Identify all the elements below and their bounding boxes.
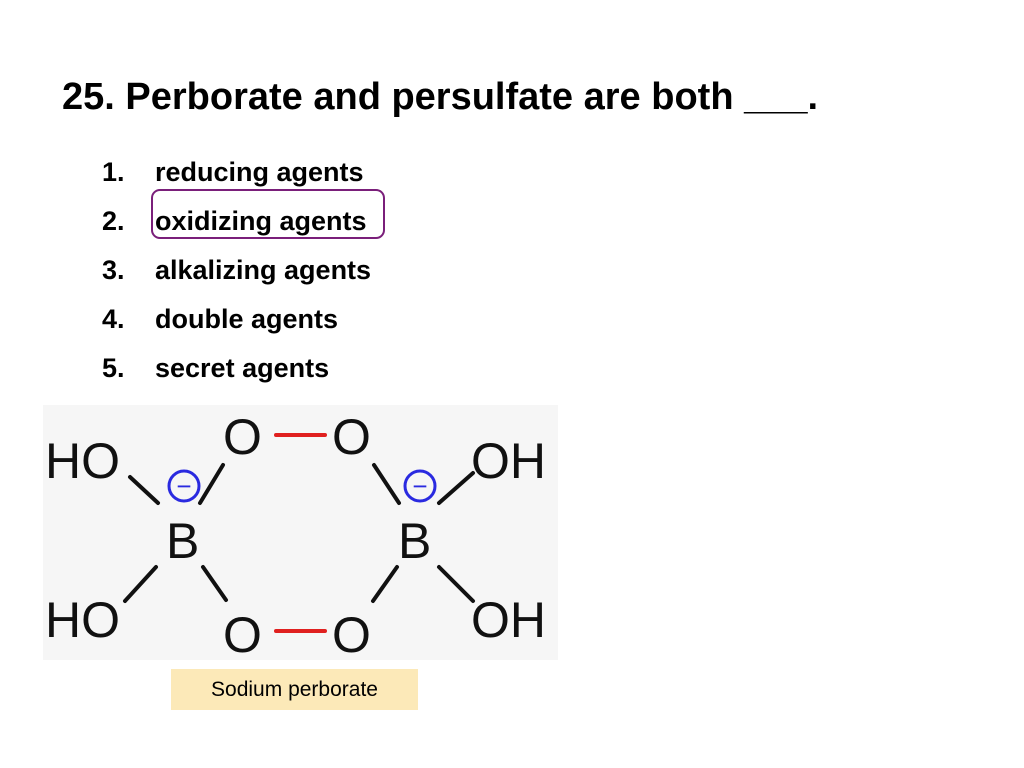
atom-boron-right: B [398,513,431,569]
atom-oxygen-bottom-left: O [223,607,262,660]
option-number: 4. [102,304,125,334]
option-text: secret agents [155,353,330,383]
option-number: 5. [102,353,125,383]
atom-ho-bottom-left: HO [45,592,120,648]
charge-minus-left: − [176,471,191,501]
option-1: 1. reducing agents [102,152,371,201]
sodium-perborate-structure: HO HO OH OH B B O O O O − − [43,405,558,660]
atom-oxygen-top-left: O [223,409,262,465]
option-text: oxidizing agents [155,206,367,236]
negative-charge-left: − [167,469,201,503]
atom-oxygen-bottom-right: O [332,607,371,660]
bond-ho-b-bottom-left [123,565,158,603]
option-5: 5. secret agents [102,348,371,397]
bond-ho-b-top-left [128,475,160,505]
option-3: 3. alkalizing agents [102,250,371,299]
structure-caption: Sodium perborate [171,669,418,710]
bond-b-o-bottom-left [201,565,228,602]
atom-oxygen-top-right: O [332,409,371,465]
atom-ho-top-left: HO [45,433,120,489]
option-4: 4. double agents [102,299,371,348]
answer-highlight-circle [151,189,385,239]
option-text: double agents [155,304,339,334]
bond-b-oh-bottom-right [437,565,475,603]
option-text: reducing agents [155,157,364,187]
atom-oh-top-right: OH [471,433,546,489]
negative-charge-right: − [403,469,437,503]
atom-oh-bottom-right: OH [471,592,546,648]
bond-o-b-bottom-right [371,565,399,603]
option-2: 2. oxidizing agents [102,201,371,250]
option-number: 3. [102,255,125,285]
question-title: 25. Perborate and persulfate are both __… [62,76,819,118]
option-number: 2. [102,206,125,236]
charge-minus-right: − [412,471,427,501]
atom-boron-left: B [166,513,199,569]
bond-b-o-top-left [198,463,225,505]
option-text: alkalizing agents [155,255,372,285]
bond-o-b-top-right [372,463,401,505]
option-number: 1. [102,157,125,187]
bond-b-oh-top-right [437,471,475,505]
answer-options: 1. reducing agents 2. oxidizing agents 3. a… [102,152,371,397]
